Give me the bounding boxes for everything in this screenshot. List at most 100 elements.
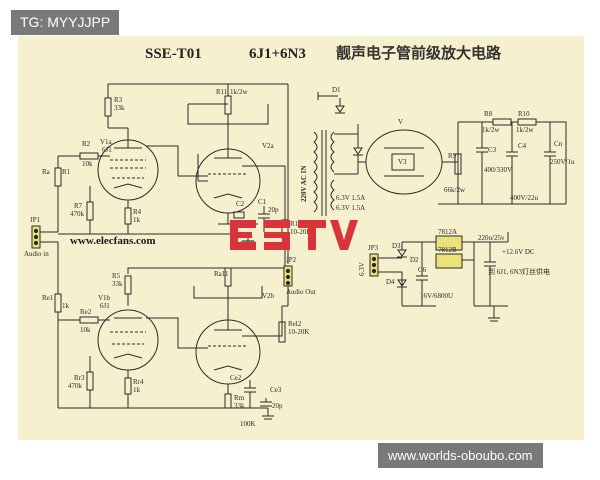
title-tubes: 6J1+6N3	[249, 46, 306, 62]
label-v3-sub: V3	[398, 158, 407, 166]
label-r2: R2	[82, 140, 91, 148]
r5-resistor	[124, 275, 132, 295]
label-r7: R7	[74, 202, 83, 210]
r9-resistor	[454, 153, 462, 175]
r8-resistor	[492, 118, 512, 126]
schematic-sheet: SSE-T01 6J1+6N3 靓声电子管前级放大电路	[18, 36, 584, 440]
label-r10: R10	[518, 110, 530, 118]
re2-resistor	[79, 316, 99, 324]
label-ce2: Ce2	[230, 374, 242, 382]
d1-diode	[335, 105, 345, 113]
label-r4: R4	[133, 208, 142, 216]
label-r11-value: 1k/2w	[230, 88, 248, 96]
label-100k-bottom: 100K	[240, 420, 256, 428]
d4-diode	[397, 279, 407, 287]
footer-watermark: www.worlds-oboubo.com	[378, 443, 543, 468]
label-re1: Re1	[42, 294, 54, 302]
label-r12-value: 10-20K	[290, 228, 311, 236]
label-r4-value: 1k	[133, 216, 141, 224]
r11-resistor	[224, 95, 232, 115]
label-r8-value: 1k/2w	[482, 126, 500, 134]
label-ra: Ra	[42, 168, 51, 176]
label-t-sec2: 6.3V 1.5A	[336, 204, 365, 212]
label-ce3: Ce3	[270, 386, 282, 394]
v1b-tube	[97, 309, 159, 371]
label-v1a-type: 6J1	[102, 146, 112, 154]
label-v1a: V1a	[100, 138, 113, 146]
label-r5-value: 33k	[112, 280, 123, 288]
label-ce3-value: 20p	[272, 402, 283, 410]
label-rr3-value: 470k	[68, 382, 83, 390]
label-jp2-sub: Audio Out	[286, 288, 316, 296]
r2-resistor	[79, 152, 99, 160]
label-v2a: V2a	[262, 142, 275, 150]
title-chinese: 靓声电子管前级放大电路	[336, 44, 502, 62]
label-rel2-value: 10-20K	[288, 328, 309, 336]
label-r5: R5	[112, 272, 121, 280]
label-r3-value: 33k	[114, 104, 125, 112]
label-jp1: JP1	[30, 216, 41, 224]
label-d2: D2	[410, 256, 419, 264]
label-v3: V	[398, 118, 403, 126]
label-r2-value: 10k	[82, 160, 93, 168]
re1-resistor	[54, 293, 62, 313]
label-jp2: JP2	[286, 256, 297, 264]
label-re1-value: 1k	[62, 302, 70, 310]
label-v-in: 6.3V	[358, 262, 366, 276]
c2-capacitor	[233, 211, 245, 219]
label-c2: C2	[236, 200, 245, 208]
rr3-resistor	[86, 371, 94, 391]
mains-transformer	[313, 130, 335, 216]
label-rm-value: 33k	[234, 402, 245, 410]
label-re2-value: 10k	[80, 326, 91, 334]
label-c6-value: 16V/6800U	[420, 292, 453, 300]
label-r12: R12	[290, 220, 302, 228]
rm-resistor	[224, 393, 232, 409]
label-c-out: 400V/22u	[510, 194, 539, 202]
label-dc-out: +12.6V DC	[502, 248, 535, 256]
label-r7-value: 470k	[70, 210, 85, 218]
label-r9-value: 66k/2w	[444, 186, 466, 194]
label-v1b: V1b	[98, 294, 111, 302]
label-220v-ac-in: 220V AC IN	[300, 166, 308, 202]
ra-resistor	[54, 167, 62, 187]
label-c1-value: 20p	[268, 206, 279, 214]
label-r11: R11	[216, 88, 228, 96]
r4-resistor	[124, 207, 132, 225]
label-c1: C1	[258, 198, 267, 206]
label-jp3: JP3	[368, 244, 379, 252]
label-rr4: Rr4	[133, 378, 144, 386]
regulator-7812a	[435, 235, 463, 251]
label-jp1-sub: Audio in	[24, 250, 49, 258]
label-r8: R8	[484, 110, 493, 118]
label-d3: D3	[392, 242, 401, 250]
label-r10-value: 1k/2w	[516, 126, 534, 134]
label-ic2: 7812B	[438, 246, 457, 254]
v2b-tube	[195, 298, 261, 385]
elecfans-logo	[230, 220, 358, 250]
label-r1: R1	[62, 168, 71, 176]
r3-resistor	[104, 97, 112, 117]
v2a-tube	[195, 124, 261, 214]
label-d4: D4	[386, 278, 395, 286]
label-rr3: Rr3	[74, 374, 85, 382]
label-re2: Re2	[80, 308, 92, 316]
r10-resistor	[517, 118, 537, 126]
label-v1b-type: 6J1	[100, 302, 110, 310]
label-cn-value: 250V/1u	[550, 158, 575, 166]
label-c7-value: 220u/25v	[478, 234, 505, 242]
r7-resistor	[86, 201, 94, 221]
label-v2b: V2b	[262, 292, 275, 300]
label-c4: C4	[518, 142, 527, 150]
label-dc-note: 到 6J1, 6N3灯丝供电	[488, 267, 550, 276]
circuit-diagram: SSE-T01 6J1+6N3 靓声电子管前级放大电路	[24, 44, 575, 428]
label-d1: D1	[332, 86, 341, 94]
label-r3: R3	[114, 96, 123, 104]
label-rm: Rm	[234, 394, 245, 402]
regulator-7812b	[435, 253, 463, 269]
label-t-sec1: 6.3V 1.5A	[336, 194, 365, 202]
title-model: SSE-T01	[145, 46, 202, 62]
label-c6: C6	[418, 266, 427, 274]
label-ic1: 7812A	[438, 228, 457, 236]
label-cn: Cn	[554, 140, 563, 148]
